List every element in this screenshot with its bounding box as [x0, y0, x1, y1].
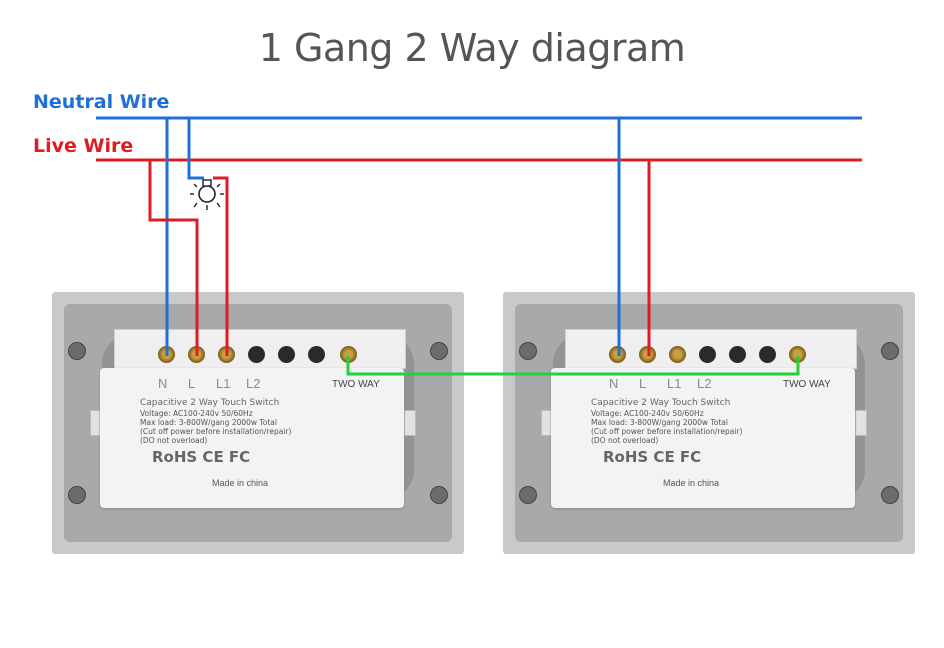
spec-text: Capacitive 2 Way Touch Switch Voltage: A…: [591, 398, 811, 445]
spec-line: Max load: 3-800W/gang 2000w Total: [591, 418, 728, 427]
label-two-way: TWO WAY: [332, 379, 380, 390]
terminal-l2: [699, 346, 716, 363]
switch-1: N L L1 L2 TWO WAY Capacitive 2 Way Touch…: [52, 292, 464, 554]
terminal-labels: N L L1 L2 TWO WAY: [110, 376, 394, 392]
terminal-blank: [759, 346, 776, 363]
screw-hole: [430, 342, 448, 360]
label-n: N: [158, 376, 168, 391]
screw-hole: [519, 486, 537, 504]
spec-line: Capacitive 2 Way Touch Switch: [591, 398, 731, 408]
spec-line: Voltage: AC100-240v 50/60Hz: [591, 409, 704, 418]
switch-2: N L L1 L2 TWO WAY Capacitive 2 Way Touch…: [503, 292, 915, 554]
lamp-load-wire: [213, 176, 229, 356]
spec-text: Capacitive 2 Way Touch Switch Voltage: A…: [140, 398, 360, 445]
two-way-traveler-wire: [346, 356, 800, 376]
spec-line: (Cut off power before installation/repai…: [140, 427, 292, 436]
screw-hole: [68, 342, 86, 360]
spec-line: Max load: 3-800W/gang 2000w Total: [140, 418, 277, 427]
screw-hole: [68, 486, 86, 504]
made-in-text: Made in china: [662, 478, 720, 488]
terminal-blank: [278, 346, 295, 363]
lamp-neutral-wire: [187, 118, 204, 180]
terminal-l2: [248, 346, 265, 363]
label-l: L: [188, 376, 196, 391]
terminal-labels: N L L1 L2 TWO WAY: [561, 376, 845, 392]
side-tab: [855, 410, 867, 436]
cert-marks: RoHS CE FC: [152, 448, 251, 466]
label-l2: L2: [697, 376, 712, 391]
spec-line: Capacitive 2 Way Touch Switch: [140, 398, 280, 408]
switch-label-plate: N L L1 L2 TWO WAY Capacitive 2 Way Touch…: [551, 368, 855, 508]
spec-line: (DO not overload): [591, 436, 659, 445]
screw-hole: [881, 486, 899, 504]
spec-line: Voltage: AC100-240v 50/60Hz: [140, 409, 253, 418]
screw-hole: [881, 342, 899, 360]
cert-marks: RoHS CE FC: [603, 448, 702, 466]
label-two-way: TWO WAY: [783, 379, 831, 390]
label-l1: L1: [216, 376, 231, 391]
screw-hole: [519, 342, 537, 360]
label-n: N: [609, 376, 619, 391]
label-l: L: [639, 376, 647, 391]
terminal-l1: [669, 346, 686, 363]
label-l2: L2: [246, 376, 261, 391]
live-drop-1: [148, 160, 199, 356]
diagram-title: 1 Gang 2 Way diagram: [258, 26, 686, 70]
label-l1: L1: [667, 376, 682, 391]
switch-label-plate: N L L1 L2 TWO WAY Capacitive 2 Way Touch…: [100, 368, 404, 508]
live-wire-label: Live Wire: [33, 135, 134, 157]
screw-hole: [430, 486, 448, 504]
spec-line: (Cut off power before installation/repai…: [591, 427, 743, 436]
made-in-text: Made in china: [211, 478, 269, 488]
light-bulb-icon: [190, 179, 224, 210]
spec-line: (DO not overload): [140, 436, 208, 445]
terminal-blank: [729, 346, 746, 363]
terminal-two-way: [340, 346, 357, 363]
neutral-wire-label: Neutral Wire: [33, 91, 170, 113]
side-tab: [404, 410, 416, 436]
terminal-blank: [308, 346, 325, 363]
terminal-two-way: [789, 346, 806, 363]
